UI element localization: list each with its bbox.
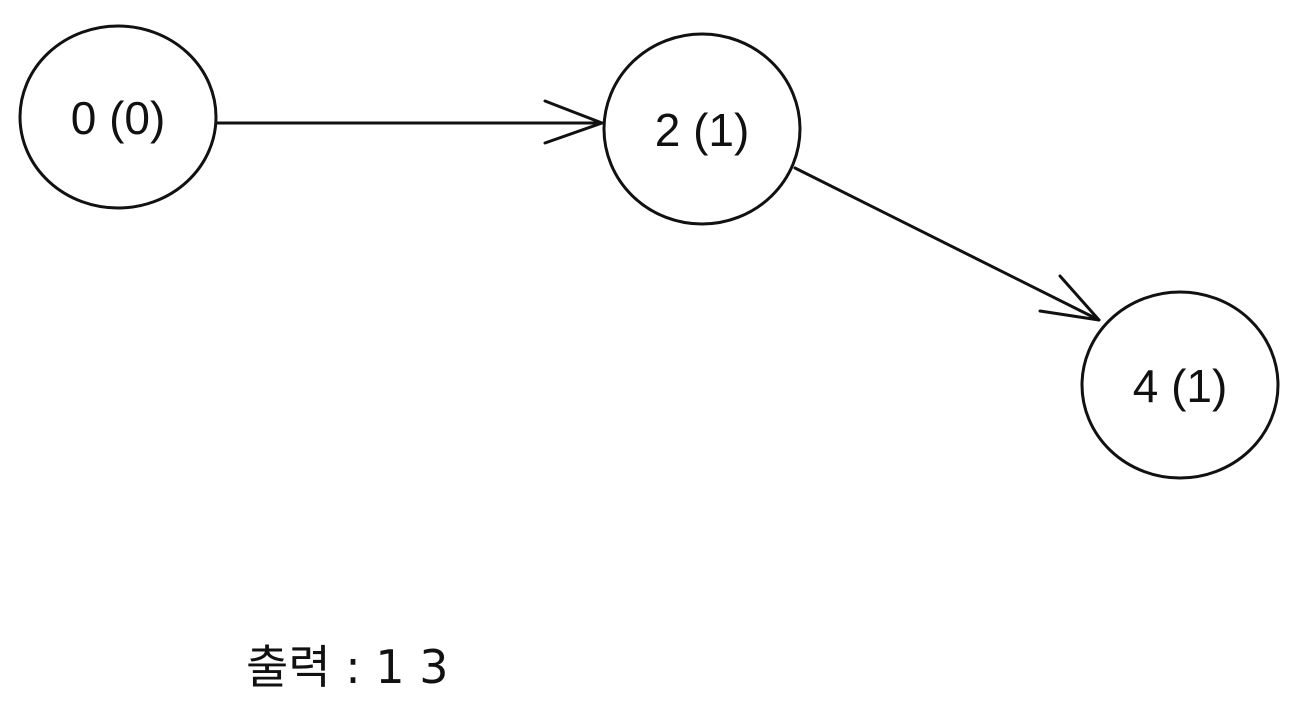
node-circle: [18, 24, 218, 210]
edge-0-to-2: [214, 99, 604, 145]
node-label: 2 (1): [655, 104, 750, 156]
arrowhead-icon: [543, 99, 604, 145]
node-label: 4 (1): [1133, 360, 1228, 412]
edge-2-to-4: [793, 166, 1101, 322]
graph-node-2: 2 (1): [602, 32, 802, 226]
node-circle: [602, 32, 802, 226]
node-circle: [1080, 290, 1280, 480]
node-label: 0 (0): [71, 92, 166, 144]
graph-node-4: 4 (1): [1080, 290, 1280, 480]
graph-node-0: 0 (0): [18, 24, 218, 210]
edge-line: [793, 166, 1101, 322]
output-text: 출력 : 1 3: [246, 640, 449, 694]
arrowhead-icon: [1038, 274, 1101, 322]
